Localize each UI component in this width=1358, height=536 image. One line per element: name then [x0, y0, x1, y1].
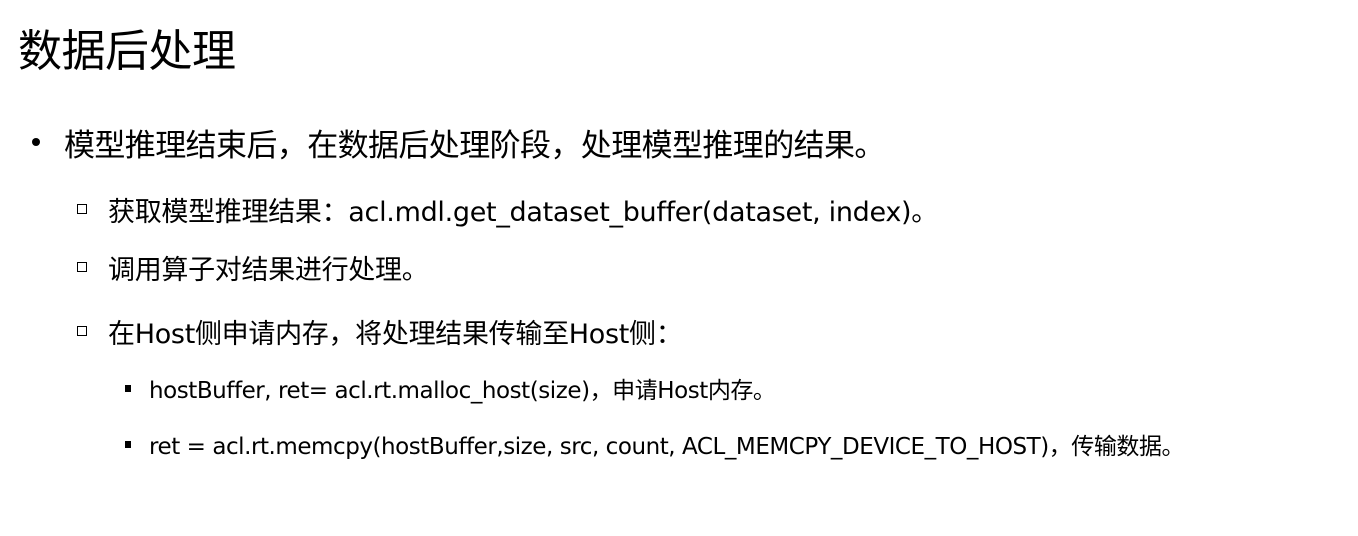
- bullet-level3-text: hostBuffer, ret= acl.rt.malloc_host(size…: [149, 378, 776, 404]
- slide-title: 数据后处理: [18, 26, 236, 77]
- bullet-level2-get-result: 获取模型推理结果：acl.mdl.get_dataset_buffer(data…: [77, 189, 938, 229]
- filled-square-bullet-icon: [125, 440, 131, 448]
- bullet-level2-process: 调用算子对结果进行处理。: [77, 247, 429, 287]
- bullet-level1: 模型推理结束后，在数据后处理阶段，处理模型推理的结果。: [28, 120, 885, 164]
- bullet-level3-text: ret = acl.rt.memcpy(hostBuffer,size, src…: [149, 434, 1185, 460]
- hollow-square-bullet-icon: [77, 326, 87, 336]
- hollow-square-bullet-icon: [77, 204, 87, 214]
- filled-circle-bullet-icon: [32, 138, 40, 146]
- bullet-level2-text: 获取模型推理结果：acl.mdl.get_dataset_buffer(data…: [108, 196, 938, 228]
- bullet-level2-host-memory: 在Host侧申请内存，将处理结果传输至Host侧：: [77, 311, 683, 351]
- filled-square-bullet-icon: [125, 384, 131, 392]
- bullet-level2-text: 调用算子对结果进行处理。: [108, 254, 429, 286]
- bullet-level3-memcpy: ret = acl.rt.memcpy(hostBuffer,size, src…: [125, 426, 1185, 462]
- bullet-level3-malloc-host: hostBuffer, ret= acl.rt.malloc_host(size…: [125, 370, 776, 406]
- hollow-square-bullet-icon: [77, 262, 87, 272]
- bullet-level2-text: 在Host侧申请内存，将处理结果传输至Host侧：: [108, 318, 683, 350]
- bullet-level1-text: 模型推理结束后，在数据后处理阶段，处理模型推理的结果。: [64, 127, 885, 164]
